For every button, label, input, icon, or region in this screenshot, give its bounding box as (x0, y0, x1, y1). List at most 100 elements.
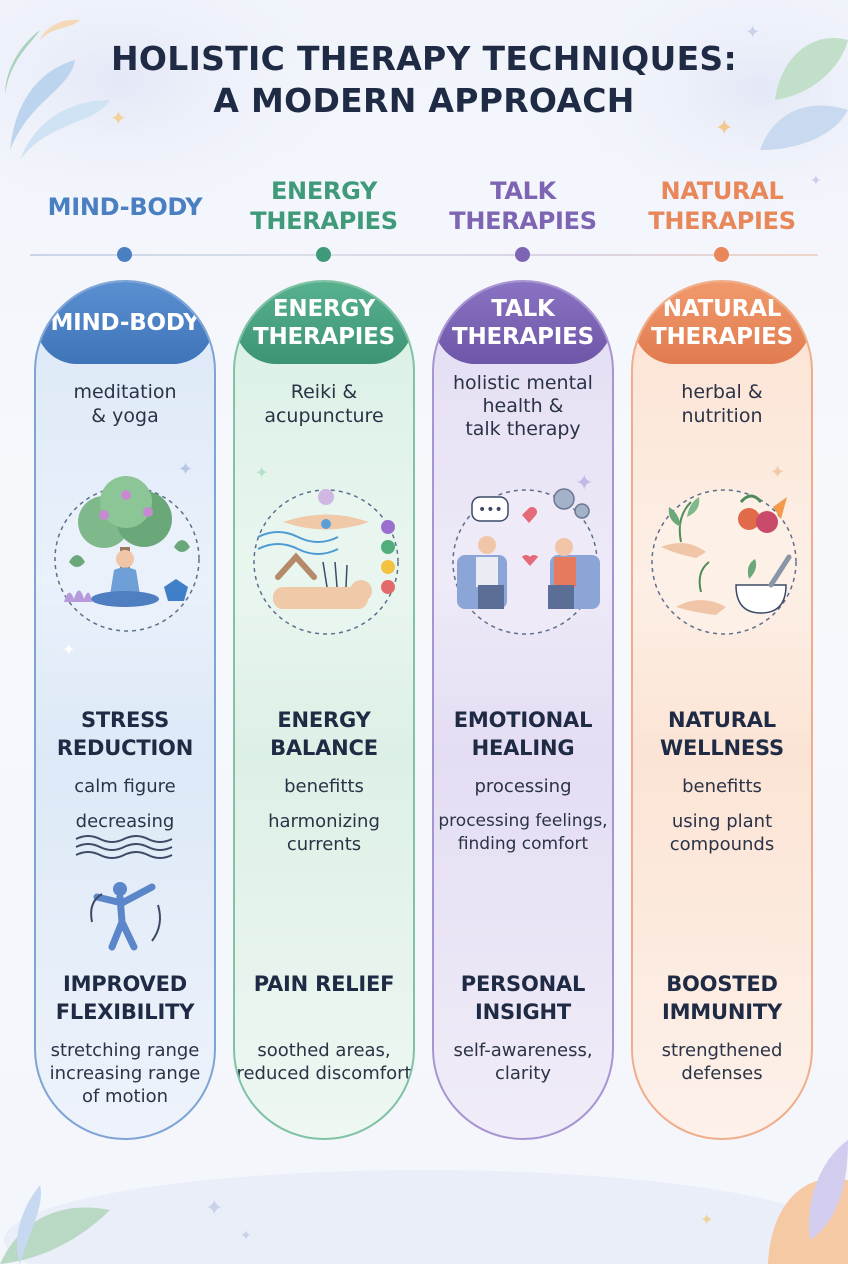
benefit-title-1: STRESS REDUCTION (36, 706, 214, 762)
benefit-title-2: BOOSTED IMMUNITY (633, 970, 811, 1026)
svg-text:✦: ✦ (745, 22, 760, 43)
column-header-energy: ENERGY THERAPIES (235, 282, 413, 364)
column-header-natural: NATURAL THERAPIES (633, 282, 811, 364)
description-line: benefitts (682, 776, 762, 797)
title-line-1: HOLISTIC THERAPY TECHNIQUES: (111, 39, 737, 78)
benefit-description-1: processing (434, 775, 612, 798)
description-line: finding comfort (457, 834, 589, 854)
category-label-talk: TALK THERAPIES (423, 176, 623, 236)
category-label-line: THERAPIES (250, 207, 398, 235)
description-line: increasing range (49, 1063, 201, 1084)
benefit-description-1b: harmonizing currents (235, 810, 413, 856)
column-header-line: THERAPIES (252, 324, 396, 350)
column-subtitle: Reiki & acupuncture (235, 380, 413, 428)
column-subtitle: holistic mental health & talk therapy (434, 372, 612, 441)
description-line: of motion (81, 1086, 169, 1107)
benefit-title-1: ENERGY BALANCE (235, 706, 413, 762)
benefit-line: BOOSTED (666, 972, 778, 996)
svg-text:✦: ✦ (715, 116, 733, 141)
timeline-dot-mind-body (117, 247, 132, 262)
column-header-line: NATURAL (662, 296, 782, 322)
category-label-line: THERAPIES (648, 207, 796, 235)
category-label-energy: ENERGY THERAPIES (224, 176, 424, 236)
category-label-line: MIND-BODY (47, 193, 203, 221)
benefit-description-1b: using plant compounds (633, 810, 811, 856)
benefit-description-1: benefitts (235, 775, 413, 798)
benefit-line: WELLNESS (660, 736, 784, 760)
leaf-cluster-top-left-icon (5, 19, 110, 160)
column-header-talk: TALK THERAPIES (434, 282, 612, 364)
reiki-acupuncture-icon (253, 489, 399, 635)
column-header-line: THERAPIES (451, 324, 595, 350)
benefit-line: ENERGY (277, 708, 371, 732)
column-card-mind-body: MIND-BODY meditation & yoga STRESS REDUC… (34, 280, 216, 1140)
leaf-cluster-top-right-icon: ✦ ✦ (715, 22, 848, 150)
category-label-mind-body: MIND-BODY (25, 192, 225, 222)
stretching-figure-icon (90, 882, 161, 951)
category-label-line: ENERGY (270, 177, 378, 205)
benefit-description-2: soothed areas, reduced discomfort (235, 1039, 413, 1085)
benefit-description-1b: decreasing (36, 810, 214, 833)
subtitle-line: meditation (73, 381, 177, 403)
description-line: defenses (681, 1063, 763, 1084)
benefit-description-1: benefitts (633, 775, 811, 798)
page-title: HOLISTIC THERAPY TECHNIQUES: A MODERN AP… (0, 38, 848, 122)
category-label-line: NATURAL (660, 177, 784, 205)
description-line: benefitts (284, 776, 364, 797)
subtitle-line: talk therapy (465, 418, 581, 440)
benefit-line: INSIGHT (474, 1000, 572, 1024)
column-header-mind-body: MIND-BODY (36, 282, 214, 364)
benefit-line: PERSONAL (460, 972, 586, 996)
column-card-energy: ENERGY THERAPIES Reiki & acupuncture ENE… (233, 280, 415, 1140)
benefit-title-2: PAIN RELIEF (235, 970, 413, 998)
herbs-mortar-icon (651, 489, 797, 635)
benefit-description-2: strengthened defenses (633, 1039, 811, 1085)
column-card-natural: NATURAL THERAPIES herbal & nutrition NAT… (631, 280, 813, 1140)
column-card-talk: TALK THERAPIES holistic mental health & … (432, 280, 614, 1140)
benefit-title-1: EMOTIONAL HEALING (434, 706, 612, 762)
subtitle-line: acupuncture (264, 405, 384, 427)
timeline-dot-energy (316, 247, 331, 262)
timeline-line (30, 254, 818, 256)
benefit-line: REDUCTION (56, 736, 194, 760)
benefit-line: HEALING (471, 736, 575, 760)
timeline-dot-talk (515, 247, 530, 262)
description-line: compounds (669, 834, 775, 855)
description-line: processing (474, 776, 572, 797)
column-header-line: MIND-BODY (50, 310, 200, 336)
category-label-natural: NATURAL THERAPIES (622, 176, 822, 236)
leaf-cluster-bottom-left-icon: ✦ ✦ (0, 1185, 252, 1264)
subtitle-line: & yoga (91, 405, 159, 427)
column-subtitle: herbal & nutrition (633, 380, 811, 428)
svg-text:✦: ✦ (240, 1228, 252, 1244)
waves-icon (75, 835, 173, 859)
benefit-title-1: NATURAL WELLNESS (633, 706, 811, 762)
benefit-line: NATURAL (668, 708, 776, 732)
svg-text:•••: ••• (478, 502, 503, 518)
description-line: harmonizing (268, 811, 380, 832)
benefit-description-2: stretching range increasing range of mot… (36, 1039, 214, 1108)
description-line: self-awareness, (453, 1040, 593, 1061)
svg-text:✦: ✦ (700, 1210, 713, 1229)
benefit-description-1: calm figure (36, 775, 214, 798)
benefit-line: BALANCE (270, 736, 378, 760)
benefit-line: FLEXIBILITY (55, 1000, 195, 1024)
column-header-line: THERAPIES (650, 324, 794, 350)
subtitle-line: holistic mental (453, 372, 593, 394)
benefit-line: IMMUNITY (662, 1000, 782, 1024)
benefit-line: STRESS (80, 708, 170, 732)
description-line: strengthened (661, 1040, 783, 1061)
description-line: using plant (671, 811, 773, 832)
timeline-dot-natural (714, 247, 729, 262)
benefit-description-1b: processing feelings, finding comfort (434, 810, 612, 856)
benefit-line: EMOTIONAL (453, 708, 593, 732)
subtitle-line: herbal & (681, 381, 763, 403)
column-header-line: ENERGY (272, 296, 376, 322)
benefit-title-2: IMPROVED FLEXIBILITY (36, 970, 214, 1026)
svg-text:✦: ✦ (110, 106, 127, 130)
category-label-line: THERAPIES (449, 207, 597, 235)
benefit-description-2: self-awareness, clarity (434, 1039, 612, 1085)
tree-meditation-icon (54, 476, 200, 632)
description-line: reduced discomfort (236, 1063, 412, 1084)
